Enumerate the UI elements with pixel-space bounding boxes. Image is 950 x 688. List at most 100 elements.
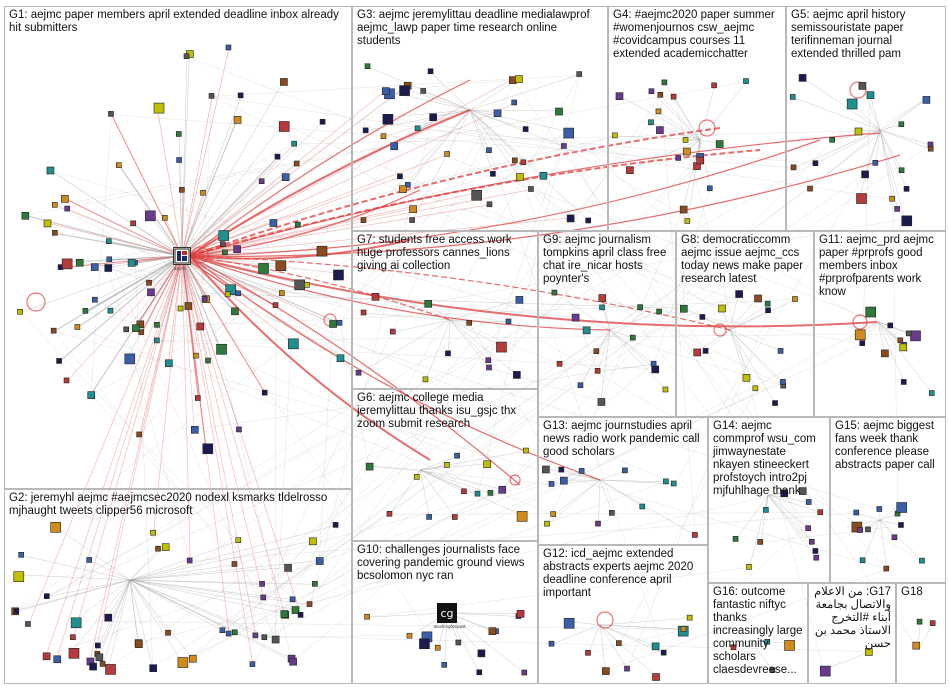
graph-node: [763, 507, 769, 513]
edge: [609, 329, 655, 370]
graph-node: [563, 127, 575, 139]
graph-node: [332, 522, 339, 528]
group-label-g8: G8: democraticcomm aejmc issue aejmc_ccs…: [681, 234, 807, 285]
graph-node: [612, 132, 618, 139]
edge: [425, 319, 451, 380]
edge: [877, 321, 933, 394]
edge: [862, 94, 871, 344]
graph-node: [123, 326, 130, 333]
edge: [815, 129, 881, 164]
hub-label-washingtonpost: washingtonpost: [434, 624, 466, 629]
edge: [469, 109, 494, 175]
edge: [446, 612, 525, 674]
graph-node: [520, 159, 527, 166]
edge: [599, 479, 667, 483]
edge: [181, 255, 257, 636]
graph-node: [21, 211, 30, 220]
graph-node: [922, 96, 931, 104]
graph-node: [585, 217, 591, 224]
graph-node: [17, 309, 23, 315]
hub-node-aejmc[interactable]: [173, 247, 191, 265]
edge: [469, 109, 565, 147]
graph-node: [231, 629, 238, 636]
edge: [181, 192, 475, 257]
graph-node: [461, 488, 467, 495]
graph-node: [116, 162, 122, 168]
graph-node: [872, 160, 879, 166]
edge: [599, 624, 606, 671]
graph-node: [50, 522, 61, 533]
edge: [192, 493, 491, 659]
graph-node: [64, 205, 71, 212]
edge: [609, 329, 667, 391]
edge: [98, 579, 131, 657]
edge: [264, 634, 425, 638]
edge: [580, 329, 611, 386]
edge: [760, 525, 902, 543]
graph-node: [208, 93, 215, 99]
graph-node: [696, 156, 705, 165]
edge: [181, 144, 295, 257]
edge: [181, 189, 532, 257]
graph-node: [414, 125, 421, 132]
edge: [300, 95, 661, 616]
edge: [16, 579, 131, 612]
graph-node: [812, 160, 819, 166]
graph-node: [284, 564, 292, 572]
edge: [129, 579, 223, 631]
edge: [129, 579, 193, 659]
edge: [385, 74, 580, 91]
graph-node: [154, 337, 160, 344]
aejmc-logo-icon: [174, 248, 190, 264]
group-label-g13: G13: aejmc journstudies april news radio…: [543, 420, 703, 458]
graph-node: [336, 354, 345, 363]
group-g10: G10: challenges journalists face coverin…: [352, 541, 538, 684]
graph-node: [329, 320, 337, 328]
edge: [729, 329, 747, 378]
graph-node: [898, 167, 905, 174]
edge: [651, 122, 701, 141]
edge: [653, 188, 711, 365]
edge: [65, 255, 183, 263]
edge: [469, 109, 567, 132]
hub-node-washingtonpost[interactable]: cg: [437, 603, 457, 623]
graph-node: [162, 215, 168, 221]
graph-node: [764, 300, 771, 307]
edge: [658, 111, 701, 141]
edge: [107, 267, 150, 284]
edge: [181, 96, 213, 257]
graph-node: [752, 385, 759, 392]
edge: [181, 255, 191, 561]
edge: [367, 567, 750, 618]
edge: [599, 617, 691, 626]
graph-node: [682, 147, 691, 156]
edge: [469, 109, 516, 162]
edge: [551, 382, 784, 485]
graph-node: [390, 142, 399, 151]
graph-node: [548, 481, 555, 487]
graph-node: [200, 189, 206, 196]
edge: [235, 156, 700, 633]
graph-node: [147, 288, 155, 297]
graph-node: [371, 293, 380, 301]
edge: [129, 579, 182, 661]
edge: [767, 494, 810, 503]
edge: [129, 540, 239, 581]
graph-node: [807, 185, 813, 192]
edge: [109, 160, 516, 260]
edge: [20, 312, 294, 600]
graph-node: [68, 648, 80, 659]
edge: [877, 321, 910, 335]
edge: [309, 116, 433, 605]
edge: [588, 624, 601, 654]
group-g7: G7: students free access work huge profe…: [352, 231, 538, 389]
edge: [419, 469, 521, 515]
edge: [108, 579, 131, 668]
graph-node: [780, 489, 789, 498]
edge: [419, 469, 465, 493]
graph-node: [145, 210, 156, 222]
edge: [408, 109, 471, 186]
group-label-g17: G17: من الاعلام والاتصال بجامعة أبناء #ا…: [810, 586, 891, 650]
edge: [16, 574, 131, 581]
graph-node: [881, 349, 889, 358]
